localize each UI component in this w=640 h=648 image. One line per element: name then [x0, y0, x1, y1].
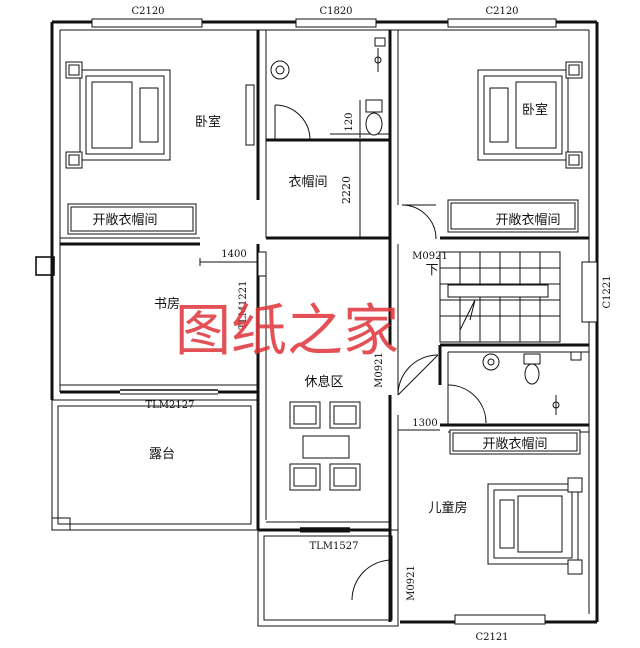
dimension-lines — [199, 100, 440, 431]
doors — [245, 84, 487, 601]
window-code-right: C1221 — [602, 275, 613, 308]
door-code-stair: M0921 — [412, 251, 448, 262]
dimension-2220: 2220 — [340, 176, 353, 204]
fixtures — [270, 37, 582, 415]
stair-down-label: 下 — [425, 263, 438, 278]
lounge-furniture — [289, 401, 361, 491]
door-code-study-terrace: TLM2127 — [146, 400, 195, 411]
room-label-closet-kids: 开敞衣帽间 — [482, 436, 547, 452]
room-label-terrace: 露台 — [149, 447, 175, 462]
door-code-bottom-terrace: TLM1527 — [310, 541, 359, 552]
room-label-bedroom-right: 卧室 — [522, 102, 548, 118]
door-code-lounge: M0921 — [374, 352, 385, 388]
room-label-cloakroom: 衣帽间 — [288, 174, 327, 190]
window-code-top-right: C2120 — [485, 6, 518, 17]
dimension-1400: 1400 — [221, 249, 246, 260]
door-code-kids: M0921 — [406, 565, 417, 601]
room-label-closet-left: 开敞衣帽间 — [92, 212, 157, 228]
bed-left — [65, 61, 171, 169]
bed-kids — [487, 477, 583, 575]
window-code-top-middle: C1820 — [319, 6, 352, 17]
door-code-study: TLM1221 — [238, 281, 249, 330]
top-windows — [91, 18, 557, 28]
window-code-bottom: C2121 — [475, 632, 508, 643]
bed-right — [477, 61, 583, 169]
watermark: 图纸之家 — [175, 299, 399, 364]
dimension-1300: 1300 — [412, 418, 437, 429]
exterior-walls — [35, 20, 599, 625]
room-label-kids: 儿童房 — [428, 500, 467, 516]
staircase — [439, 251, 561, 343]
closets — [67, 199, 581, 455]
room-label-lounge: 休息区 — [304, 374, 343, 390]
dimension-120: 120 — [344, 112, 355, 131]
room-label-bedroom-left: 卧室 — [195, 114, 221, 130]
window-code-top-left: C2120 — [131, 6, 164, 17]
room-label-study: 书房 — [154, 296, 180, 312]
room-label-closet-right: 开敞衣帽间 — [495, 212, 560, 228]
